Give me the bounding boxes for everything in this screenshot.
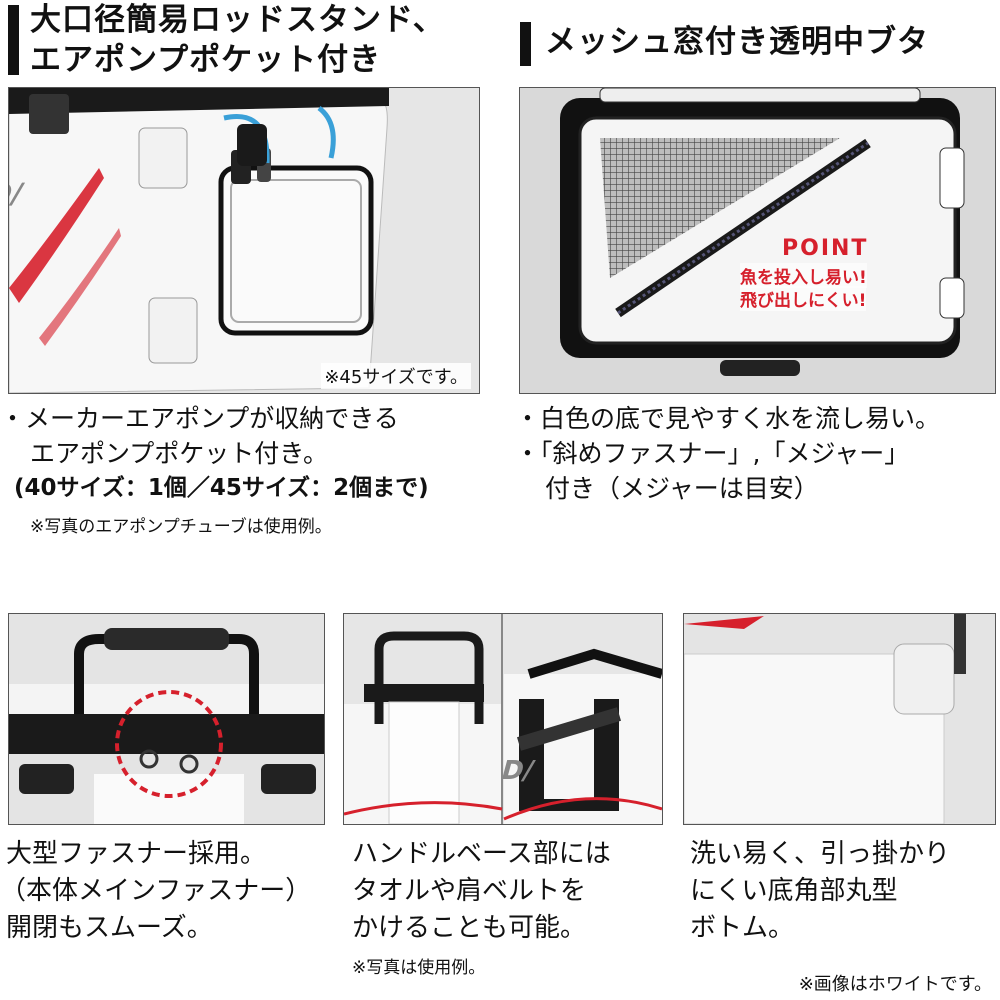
heading-left-line1: 大口径簡易ロッドスタンド、: [30, 2, 445, 38]
zipper-caption-line2: （本体メインファスナー）: [0, 876, 312, 906]
photo-note-size: ※45サイズです。: [321, 363, 471, 389]
lid-bullet-line3: 付き（メジャーは目安）: [545, 474, 819, 503]
lid-bullet-line2: ・「斜めファスナー」,「メジャー」: [515, 439, 910, 468]
heading-bar-left: [8, 5, 19, 75]
photo-rounded-bottom: [683, 613, 996, 825]
footer-note: ※画像はホワイトです。: [798, 974, 992, 995]
zipper-caption-line3: 開閉もスムーズ。: [6, 913, 213, 943]
lid-illustration: [520, 88, 995, 393]
photo-large-zipper: [8, 613, 325, 825]
pump-footnote: ※写真のエアポンプチューブは使用例。: [30, 517, 332, 537]
handle-base-illustration: D/: [344, 614, 662, 824]
pump-bullet-line1: ・メーカーエアポンプが収納できる: [0, 404, 399, 433]
cooler-illustration: D/: [9, 88, 479, 393]
pump-bullet-line2: エアポンプポケット付き。: [30, 439, 329, 468]
heading-right: メッシュ窓付き透明中ブタ: [545, 24, 929, 60]
handle-footnote: ※写真は使用例。: [352, 958, 486, 978]
photo-transparent-lid: POINT 魚を投入し易い! 飛び出しにくい!: [519, 87, 996, 394]
zipper-illustration: [9, 614, 324, 824]
bottom-caption-line1: 洗い易く、引っ掛かり: [690, 839, 951, 869]
photo-rod-stand-pump-pocket: D/ ※45サイズです。: [8, 87, 480, 394]
heading-left-line2: エアポンプポケット付き: [30, 42, 382, 78]
handle-caption-line3: かけることも可能。: [352, 913, 587, 943]
point-line1: 魚を投入し易い!: [740, 263, 867, 288]
photo-handle-base: D/: [343, 613, 663, 825]
handle-caption-line2: タオルや肩ベルトを: [352, 876, 587, 906]
lid-bullet-line1: ・白色の底で見やすく水を流し易い。: [515, 404, 941, 433]
point-line2: 飛び出しにくい!: [740, 286, 867, 311]
point-title: POINT: [782, 236, 869, 261]
zipper-caption-line1: 大型ファスナー採用。: [6, 839, 267, 869]
heading-bar-right: [520, 22, 531, 66]
handle-caption-line1: ハンドルベース部には: [352, 839, 611, 869]
pump-bullet-line3: (40サイズ：1個／45サイズ：2個まで): [14, 475, 429, 501]
rounded-bottom-illustration: [684, 614, 995, 824]
bottom-caption-line3: ボトム。: [690, 913, 795, 943]
bottom-caption-line2: にくい底角部丸型: [690, 876, 898, 906]
